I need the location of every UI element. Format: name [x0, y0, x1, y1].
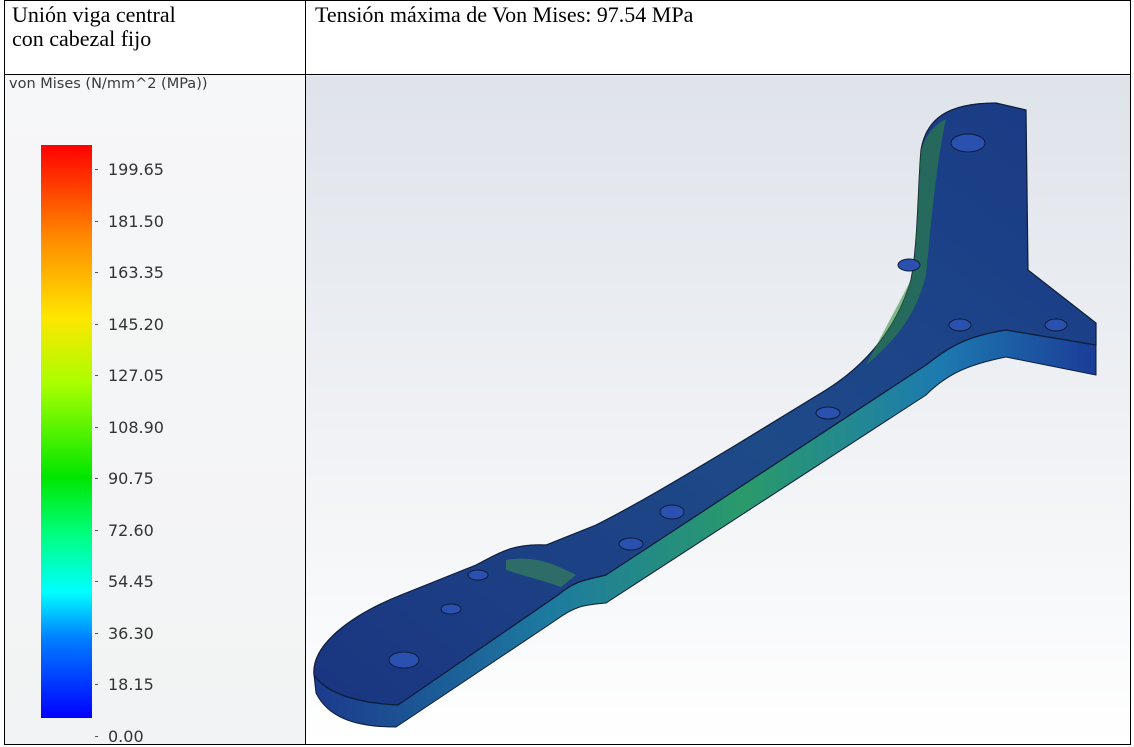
- legend-tick-label: 108.90: [108, 417, 164, 437]
- stress-legend: von Mises (N/mm^2 (MPa)) 199.65 181.50 163…: [4, 74, 306, 746]
- mount-hole: [950, 133, 986, 153]
- legend-tick-mark: [95, 272, 98, 273]
- legend-tick-mark: [95, 426, 98, 428]
- legend-tick-mark: [95, 529, 98, 531]
- legend-tick-label: 145.20: [108, 314, 164, 334]
- legend-tick-mark: [95, 632, 98, 634]
- legend-tick-mark: [95, 735, 98, 737]
- mount-hole: [659, 504, 685, 520]
- max-stress-title: Tensión máxima de Von Mises: 97.54 MPa: [315, 2, 694, 27]
- legend-tick-label: 163.35: [108, 263, 164, 282]
- legend-tick-mark: [95, 323, 98, 325]
- legend-tick-mark: [95, 684, 98, 685]
- part-label: Unión viga central con cabezal fijo: [12, 2, 176, 51]
- stress-plot-view: [305, 74, 1131, 745]
- mount-hole: [467, 569, 489, 581]
- stress-zone-mid: [506, 558, 576, 587]
- mount-hole: [618, 537, 644, 551]
- legend-tick-label: 199.65: [108, 160, 164, 179]
- legend-tick-label: 0.00: [108, 726, 144, 746]
- mount-hole: [815, 406, 841, 420]
- legend-tick-label: 18.15: [108, 675, 154, 694]
- legend-tick-mark: [95, 220, 98, 222]
- legend-tick-label: 54.45: [108, 572, 154, 591]
- legend-tick-label: 181.50: [108, 211, 164, 231]
- legend-title: von Mises (N/mm^2 (MPa)): [9, 76, 208, 92]
- legend-tick-label: 90.75: [108, 469, 154, 488]
- color-scale-bar: [41, 145, 92, 718]
- stress-title-cell: Tensión máxima de Von Mises: 97.54 MPa: [305, 0, 1131, 75]
- legend-tick-label: 36.30: [108, 623, 154, 643]
- legend-tick-mark: [95, 478, 98, 479]
- legend-tick-label: 72.60: [108, 520, 154, 540]
- legend-tick-label: 127.05: [108, 366, 164, 385]
- part-top-face: [313, 102, 1097, 706]
- mount-hole: [1044, 318, 1068, 332]
- mount-hole: [440, 603, 462, 615]
- stress-zone-upper: [866, 119, 946, 365]
- mount-hole: [897, 258, 921, 272]
- mount-hole: [948, 318, 972, 332]
- results-table: Unión viga central con cabezal fijo Tens…: [4, 0, 1131, 745]
- mount-hole: [388, 651, 420, 669]
- beam-part-render: [313, 102, 1097, 728]
- part-label-cell: Unión viga central con cabezal fijo: [4, 0, 306, 75]
- legend-tick-mark: [95, 581, 98, 582]
- legend-tick-mark: [95, 169, 98, 170]
- legend-tick-mark: [95, 375, 98, 376]
